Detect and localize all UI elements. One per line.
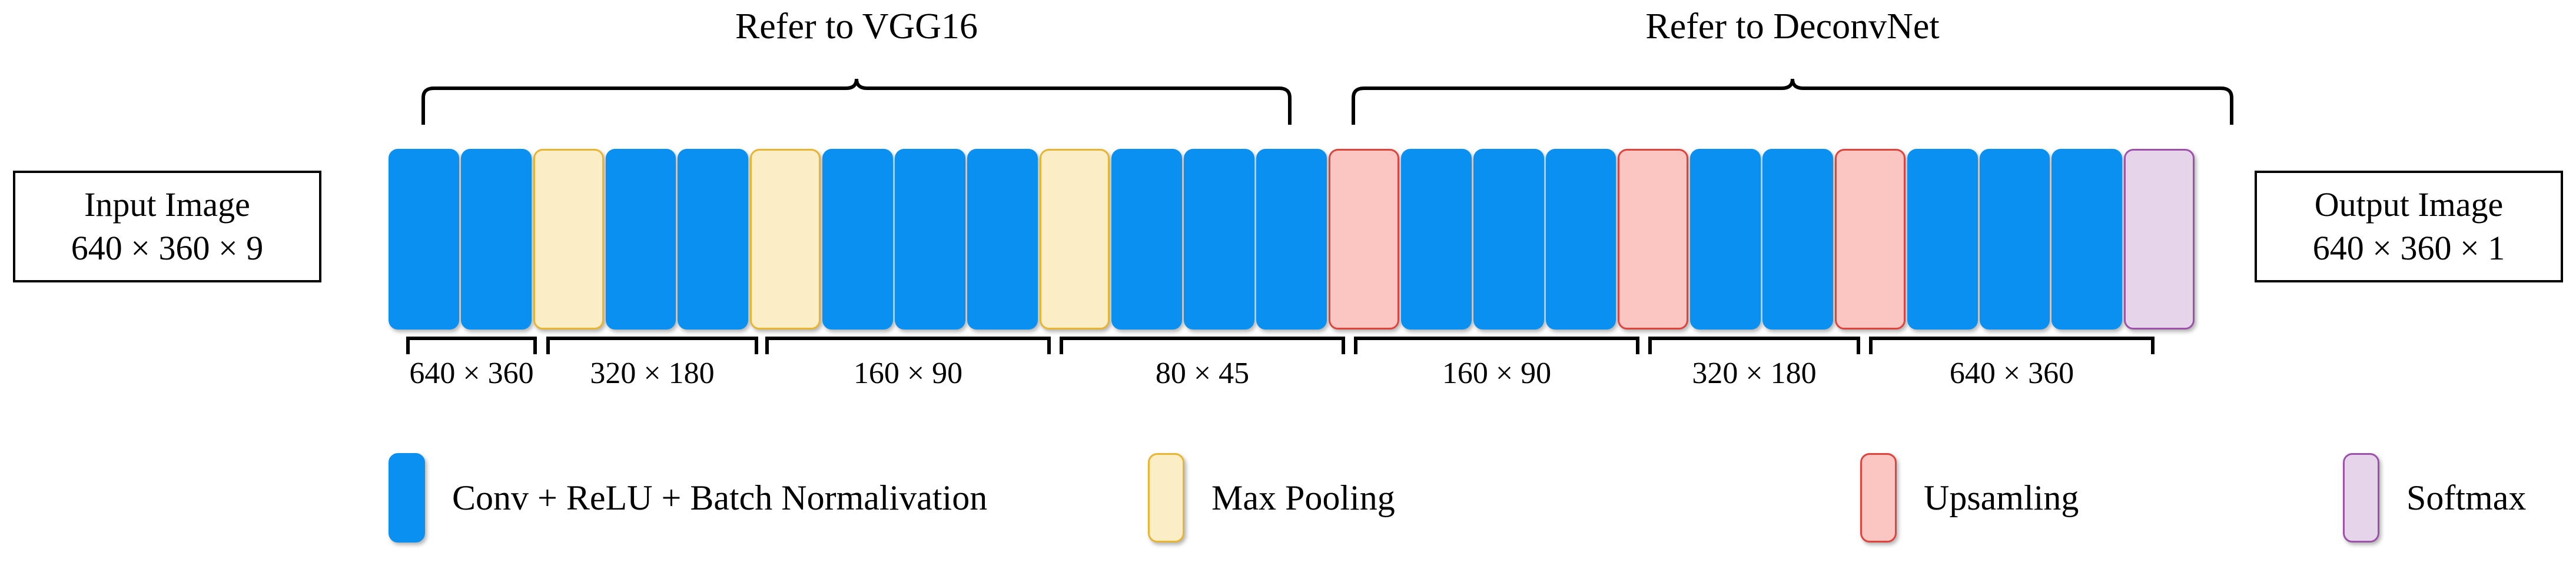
input-image-dimensions: 640 × 360 × 9 [71, 229, 264, 267]
dimension-label-d1: 640 × 360 [409, 357, 534, 390]
layer-block-pool-6 [750, 149, 821, 330]
dimension-bracket-d7 [1869, 337, 2155, 354]
layer-block-upsample-14 [1328, 149, 1399, 330]
legend-item-upsample: Upsamling [1860, 453, 2079, 543]
dimension-label-d3: 160 × 90 [853, 357, 963, 390]
legend-label-softmax: Softmax [2406, 478, 2527, 517]
dimension-label-d5: 160 × 90 [1442, 357, 1552, 390]
section-title-deconvnet: Refer to DeconvNet [1645, 6, 1940, 46]
dimension-bracket-d2 [546, 337, 758, 354]
layer-block-conv-9 [967, 149, 1038, 330]
legend-item-conv: Conv + ReLU + Batch Normalivation [389, 453, 987, 543]
layer-block-conv-5 [678, 149, 749, 330]
legend-swatch-conv [389, 453, 425, 543]
layer-block-conv-11 [1111, 149, 1183, 330]
dimension-group-d2: 320 × 180 [546, 337, 758, 390]
layer-block-conv-19 [1690, 149, 1761, 330]
layer-block-conv-13 [1256, 149, 1327, 330]
layer-block-conv-23 [1979, 149, 2050, 330]
brace-deconvnet-icon [1351, 76, 2234, 125]
layer-block-conv-7 [822, 149, 893, 330]
brace-vgg16 [421, 76, 1292, 125]
dimension-group-d7: 640 × 360 [1869, 337, 2155, 390]
layer-block-conv-15 [1400, 149, 1472, 330]
layer-block-pool-10 [1039, 149, 1110, 330]
legend-swatch-softmax [2343, 453, 2379, 543]
legend-swatch-upsample [1860, 453, 1897, 543]
section-title-vgg16: Refer to VGG16 [735, 6, 978, 46]
layer-block-row [389, 149, 2195, 330]
dimension-group-d3: 160 × 90 [765, 337, 1051, 390]
layer-block-conv-16 [1473, 149, 1544, 330]
dimension-group-d6: 320 × 180 [1648, 337, 1860, 390]
dimension-group-d1: 640 × 360 [406, 337, 537, 390]
layer-block-conv-1 [389, 149, 459, 330]
dimension-label-d6: 320 × 180 [1692, 357, 1817, 390]
dimension-label-d2: 320 × 180 [590, 357, 715, 390]
dimension-bracket-d5 [1354, 337, 1639, 354]
legend: Conv + ReLU + Batch Normalivation Max Poo… [389, 453, 2526, 553]
dimension-label-d7: 640 × 360 [1949, 357, 2074, 390]
brace-deconvnet [1351, 76, 2234, 125]
dimension-bracket-d6 [1648, 337, 1860, 354]
legend-label-pool: Max Pooling [1211, 478, 1395, 517]
layer-block-conv-4 [605, 149, 676, 330]
layer-block-upsample-18 [1618, 149, 1689, 330]
output-image-title: Output Image [2314, 185, 2504, 224]
legend-label-conv: Conv + ReLU + Batch Normalivation [452, 478, 988, 517]
dimension-bracket-d4 [1060, 337, 1345, 354]
legend-swatch-pool [1148, 453, 1184, 543]
layer-block-softmax-25 [2124, 149, 2195, 330]
layer-block-conv-20 [1762, 149, 1833, 330]
legend-label-upsample: Upsamling [1924, 478, 2079, 517]
dimension-bracket-d3 [765, 337, 1051, 354]
legend-item-softmax: Softmax [2343, 453, 2526, 543]
dimension-label-d4: 80 × 45 [1155, 357, 1250, 390]
layer-block-pool-3 [533, 149, 604, 330]
legend-item-pool: Max Pooling [1148, 453, 1395, 543]
layer-block-conv-8 [894, 149, 965, 330]
dimension-group-d4: 80 × 45 [1060, 337, 1345, 390]
input-image-title: Input Image [84, 185, 250, 224]
layer-block-conv-17 [1545, 149, 1616, 330]
output-image-dimensions: 640 × 360 × 1 [2312, 229, 2505, 267]
output-image-box: Output Image 640 × 360 × 1 [2255, 171, 2563, 282]
brace-vgg16-icon [421, 76, 1292, 125]
layer-block-conv-2 [460, 149, 532, 330]
layer-block-conv-24 [2051, 149, 2123, 330]
layer-block-conv-12 [1184, 149, 1255, 330]
dimension-bracket-d1 [406, 337, 537, 354]
layer-block-upsample-21 [1834, 149, 1906, 330]
dimension-group-d5: 160 × 90 [1354, 337, 1639, 390]
input-image-box: Input Image 640 × 360 × 9 [13, 171, 321, 282]
layer-block-conv-22 [1907, 149, 1978, 330]
